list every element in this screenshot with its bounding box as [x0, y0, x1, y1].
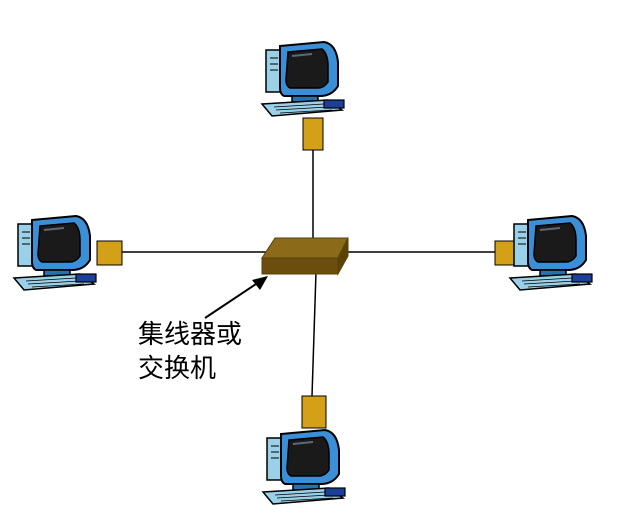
hub-label: 集线器或 交换机 [138, 318, 242, 386]
computer-icon [262, 429, 346, 505]
connector-left [96, 240, 123, 266]
computer-icon [13, 215, 97, 291]
connector-bottom [301, 395, 327, 429]
link-bottom [311, 271, 317, 397]
connector-top [302, 117, 324, 151]
hub-switch-icon [261, 237, 349, 276]
hub-label-line1: 集线器或 [138, 320, 243, 350]
pointer-arrow [204, 276, 268, 319]
computer-icon [509, 215, 593, 291]
hub-label-line2: 交换机 [138, 354, 217, 384]
computer-icon [261, 41, 345, 117]
